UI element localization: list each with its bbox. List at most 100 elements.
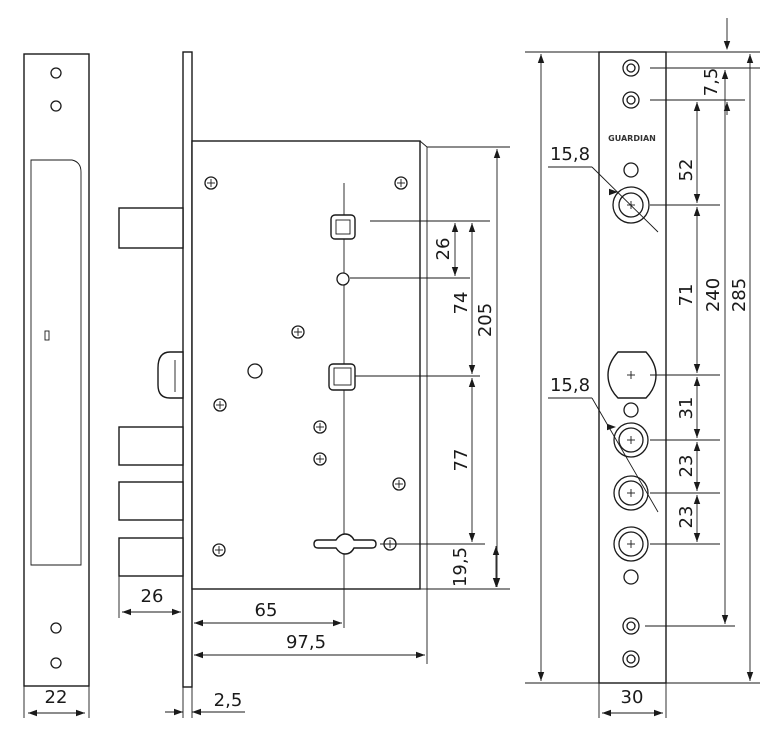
dim-line-74 [468,223,476,374]
case-screw-5 [313,420,327,434]
dim-line-backset [194,619,342,627]
center-mark-5 [627,540,635,548]
front-plate [182,51,193,688]
dim-arrow-plate-right [192,708,201,716]
dim-cylinder-dia-top: 15,8 [550,144,590,165]
dim-line-240-arrow-top [721,70,729,79]
dim-line-205-arrow-top [493,149,501,158]
dim-line-30-arrow-left [602,709,611,717]
dim-line-30-arrow-right [654,709,663,717]
left-screw-hole-1 [50,67,62,79]
dim-line-faceplate-height [537,54,545,681]
dim-line-74-arrow-bottom [468,365,476,374]
dim-line-23a [693,442,701,491]
case-screw-6 [313,452,327,466]
dim-cylinder-dia-lower: 15,8 [550,375,590,396]
dim-screw-distance: 240 [703,278,724,312]
dim-line-faceplate-height-arrow-top [537,54,545,63]
dim-line-23b-arrow-top [693,495,701,504]
left-screw-hole-3 [50,622,62,634]
dim-line-77 [468,378,476,542]
keyhole [313,533,377,555]
dim-line-19-5-arrow-bottom [492,578,500,587]
dim-case-width: 97,5 [286,632,326,653]
dim-line-71 [693,207,701,373]
case-screw-1 [204,176,218,190]
dim-lower-cylinder-spacing-1: 23 [676,455,697,478]
right-screw-hole-3 [622,617,640,635]
center-mark-2 [627,371,635,379]
dim-oval-to-lower-cylinder: 31 [676,397,697,420]
case-screw-4 [213,398,227,412]
dim-line-285-arrow-bottom [746,672,754,681]
dim-line-26 [451,223,459,276]
dim-line-backset-arrow-right [333,619,342,627]
dimension-lines [23,18,760,718]
dim-line-30 [602,709,663,717]
dim-line-285-arrow-top [746,54,754,63]
right-screw-hole-1 [622,59,640,77]
dim-line-case-width-arrow-right [416,651,425,659]
dim-line-left-faceplate-arrow-right [76,709,85,717]
brand-logo: GUARDIAN [608,134,656,143]
dim-line-case-width-arrow-left [194,651,203,659]
upper-spindle-inner [335,219,351,235]
small-hole-3 [623,569,639,585]
dim-right-top-hole-offset: 7,5 [701,68,722,97]
center-mark-4 [627,489,635,497]
dim-line-23b-arrow-bottom [693,533,701,542]
body-hole [336,272,350,286]
lower-spindle [328,363,356,391]
left-faceplate [23,53,90,687]
dim-line-23a-arrow-top [693,442,701,451]
dim-line-left-faceplate-arrow-left [28,709,37,717]
left-faceplate-mark [44,330,50,341]
dim-line-31-arrow-bottom [693,429,701,438]
body-hole-2-shade [254,363,263,379]
left-faceplate-outline [23,53,90,687]
dim-line-19-5-arrow-top [492,546,500,555]
dim-line-31 [693,377,701,438]
dim-line-faceplate-height-arrow-bottom [537,672,545,681]
left-screw-hole-2 [50,100,62,112]
case-back-edge-top [419,140,428,148]
top-bolt [118,207,184,249]
center-mark-3 [627,436,635,444]
latch-bolt [157,351,184,399]
leader-15-8-lower-diag [591,397,659,513]
dim-keyhole-to-bottom: 19,5 [450,547,471,587]
deadbolt-3 [118,537,184,577]
dim-faceplate-right-width: 30 [621,687,644,708]
lower-spindle-outer [328,363,356,391]
upper-spindle-outer [330,214,356,240]
lock-case [191,140,421,590]
lock-body [118,51,428,688]
dim-line-left-faceplate [28,709,85,717]
dim-spindle-to-keyhole: 77 [451,449,472,472]
dim-line-31-arrow-top [693,377,701,386]
leader-15-8-top-diag [591,166,659,233]
dim-line-19-5 [492,546,500,587]
dim-line-case-width [194,651,425,659]
dim-bolt-projection: 26 [141,586,164,607]
dim-line-26-arrow-bottom [451,267,459,276]
dim-line-71-arrow-bottom [693,364,701,373]
case-screw-3 [291,325,305,339]
dim-cylinder-to-oval: 71 [676,284,697,307]
small-hole-2 [623,402,639,418]
dim-line-23a-arrow-bottom [693,482,701,491]
dim-spindle-to-top-cylinder: 26 [433,238,454,261]
dim-right-hole-to-cylinder: 52 [676,159,697,182]
dim-plate-thickness: 2,5 [214,690,243,711]
dim-line-77-arrow-bottom [468,533,476,542]
upper-spindle [330,214,356,240]
deadbolt-1 [118,426,184,466]
dim-arrow-7-5-top [723,41,731,50]
dim-line-backset-arrow-left [194,619,203,627]
right-faceplate: GUARDIAN [598,51,667,684]
case-screw-2 [394,176,408,190]
left-screw-hole-4 [50,657,62,669]
case-screw-8 [212,543,226,557]
dim-line-71-arrow-top [693,207,701,216]
